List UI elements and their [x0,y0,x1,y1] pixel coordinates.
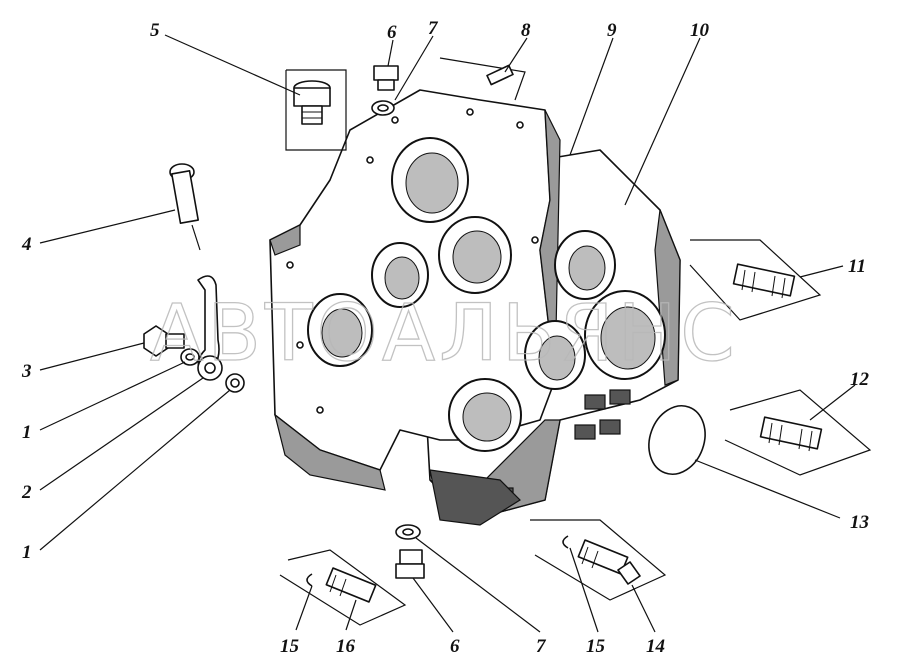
washer-part-7-top [371,100,395,116]
callout-14: 14 [646,636,665,657]
sensor-part-4 [169,163,201,251]
callout-5: 5 [150,20,160,41]
stud-part-11 [689,239,822,321]
callout-13: 13 [850,512,869,533]
banjo-bolt-part-3 [143,325,185,357]
callout-11: 11 [848,256,866,277]
callout-labels: 5 6 7 8 9 10 4 11 3 12 1 2 13 1 15 16 6 … [21,18,870,657]
washer-part-7-bottom [395,524,421,540]
callout-15-right: 15 [586,636,606,657]
callout-1-lower: 1 [22,542,32,563]
callout-6-top: 6 [387,22,397,43]
bore-top [391,137,469,223]
callout-1-upper: 1 [22,422,32,443]
bore-center [438,216,512,294]
bore-lower-left [307,293,373,367]
bolt-group-left [279,549,407,626]
callout-2: 2 [21,482,32,503]
bolt-group-right [530,519,667,601]
callout-15-left: 15 [280,636,300,657]
plug-disc-part-13 [648,405,706,475]
plug-part-6-top [373,65,399,91]
callout-4: 4 [21,234,32,255]
washer-part-1b [225,373,245,393]
bore-lower [448,378,522,452]
callout-16: 16 [336,636,356,657]
leader-lines [39,34,856,633]
callout-9: 9 [607,20,617,41]
rear-bores [524,230,666,390]
callout-6-bottom: 6 [450,636,460,657]
bore-left [371,242,429,308]
breather-cap-part-5 [285,69,347,151]
plug-part-6-bottom [395,549,425,579]
callout-12: 12 [850,369,870,390]
washer-part-1a [180,348,200,366]
callout-7-bottom: 7 [536,636,547,657]
watermark-text: АВТОАЛЬЯНС [150,289,739,379]
callout-3: 3 [21,361,32,382]
stud-part-12 [724,389,872,476]
pin-part-8 [439,57,526,101]
callout-7-top: 7 [428,18,439,39]
callout-8: 8 [521,20,531,41]
callout-10: 10 [690,20,710,41]
housing-front-plate [269,89,561,526]
pipe-fitting-part-2 [197,275,223,381]
